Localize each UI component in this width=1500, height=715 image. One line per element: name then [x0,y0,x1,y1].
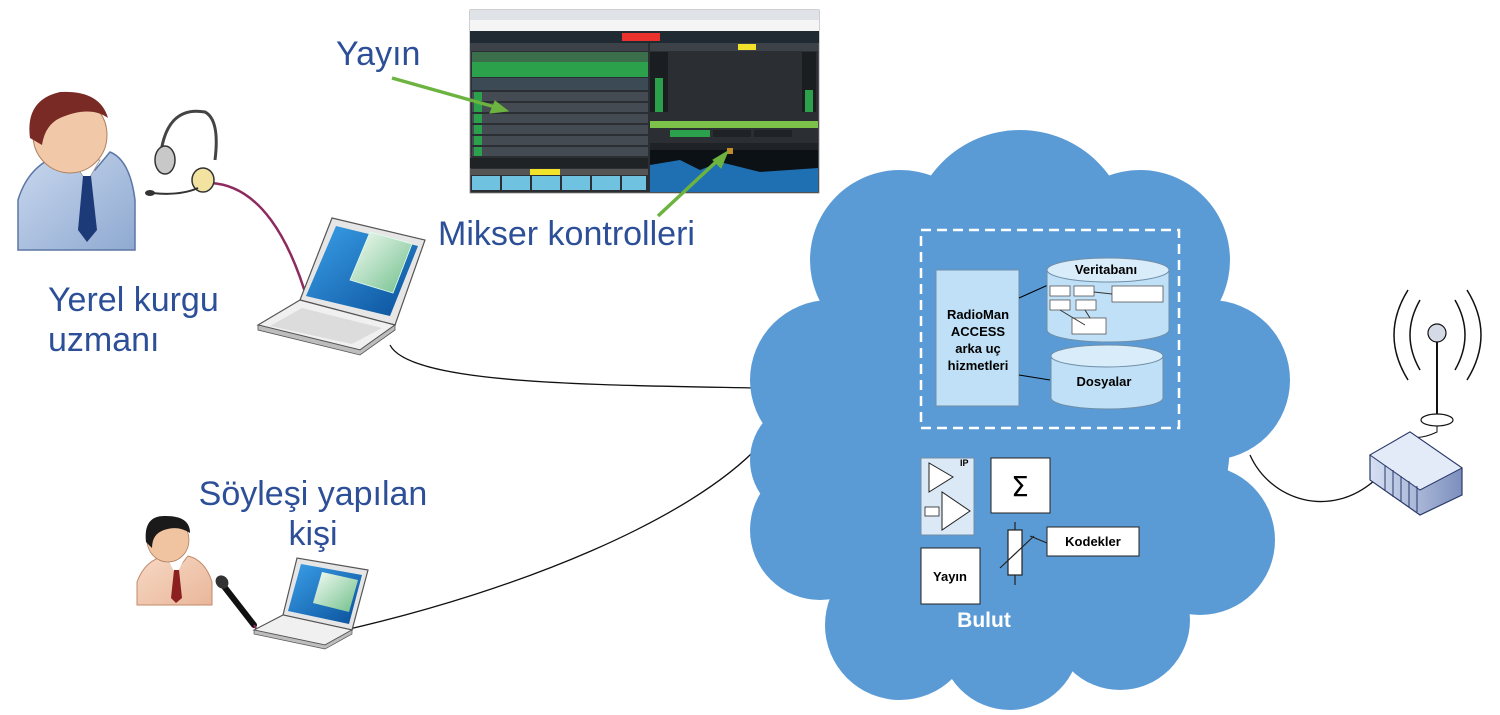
cloud-broadcast-box [920,547,981,605]
local-editor-label-line1: Yerel kurgu [48,281,219,319]
database-label: Veritabanı [1075,262,1137,277]
laptop-2-icon [252,557,369,650]
broadcast-arrow [391,76,496,109]
svg-text:arka uç: arka uç [955,341,1001,356]
svg-text:RadioMan: RadioMan [947,307,1009,322]
laptop-icon [256,217,426,356]
svg-text:ACCESS: ACCESS [951,324,1006,339]
svg-text:hizmetleri: hizmetleri [948,358,1009,373]
interviewee-label-line2: kişi [288,515,338,553]
mixer-controls-label: Mikser kontrolleri [438,215,695,253]
backend-label: RadioMan ACCESS arka uç hizmetleri [947,307,1009,373]
laptop-to-cloud-line [389,344,761,389]
codec-potentiometer [999,522,1048,585]
green-arrows [391,76,730,218]
files-label: Dosyalar [1077,374,1132,389]
ip-amplifier-box [920,457,975,536]
interviewee-avatar [136,515,213,606]
cloud-to-transmitter-line [1249,454,1376,503]
headset-cable [209,181,310,303]
laptop2-to-cloud-line [344,444,761,631]
local-editor-label: Yerel kurgu uzmanı [48,280,219,360]
cloud-broadcast-label: Yayın [933,569,967,584]
connection-lines [344,344,1376,631]
cloud-title: Bulut [957,609,1011,632]
cloud-shape [750,130,1290,710]
interviewee-label: Söyleşi yapılan kişi [186,474,440,554]
backend-box [935,269,1020,407]
codecs-label: Kodekler [1065,534,1121,549]
software-screenshot-thumbnail [469,9,820,194]
local-editor-avatar [17,91,136,251]
microphone-icon [215,575,259,633]
mixer-arrow [656,158,720,218]
transmitter-icon [1369,289,1482,516]
local-editor-label-line2: uzmanı [48,321,160,359]
sigma-symbol: Σ [1011,470,1029,503]
files-cylinder [1050,344,1164,410]
ip-label: IP [960,458,969,468]
sigma-box [990,457,1051,514]
headset-icon [145,109,218,196]
interviewee-label-line1: Söyleşi yapılan [198,475,428,513]
codecs-box [1046,526,1140,557]
backend-frame [919,228,1181,430]
database-cylinder [1046,257,1170,343]
broadcast-label: Yayın [336,35,421,73]
